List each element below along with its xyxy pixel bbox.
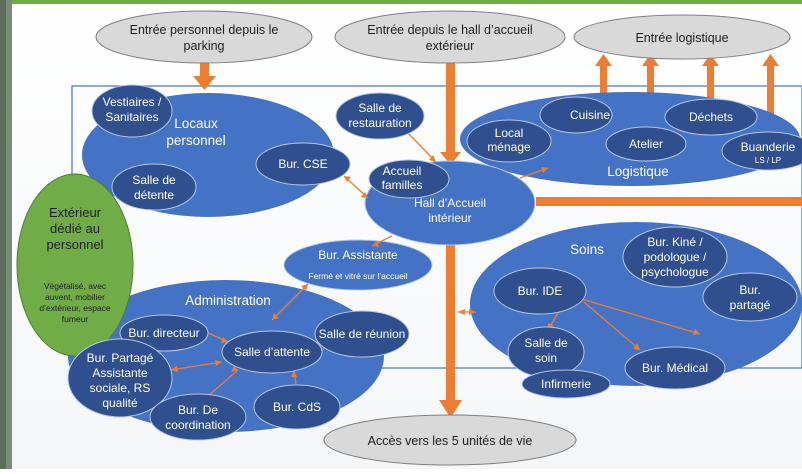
laundry-note: LS / LP: [755, 156, 781, 165]
coordination-line-1: Bur. De: [178, 403, 218, 417]
logistics-corridor-arrow: [536, 197, 802, 206]
room-cds-office: [253, 384, 341, 430]
cds-office-label: Bur. CdS: [273, 400, 321, 414]
outdoor-details-line-1: Végétalisé, avec: [44, 281, 107, 291]
cleaning-line-2: ménage: [487, 140, 531, 154]
family-line-2: familles: [382, 178, 423, 192]
waste-label: Déchets: [689, 110, 733, 124]
room-family-reception: [368, 159, 450, 199]
outdoor-title-line-3: personnel: [46, 237, 103, 252]
parking-arrow: [200, 57, 209, 76]
physio-line-3: psychologue: [641, 265, 709, 279]
entry-logistics-label: Entrée logistique: [635, 31, 728, 45]
room-cleaning: [466, 119, 552, 163]
room-medical-office: [624, 346, 726, 390]
laundry-label: Buanderie: [741, 140, 796, 154]
outdoor-details-line-4: fumeur: [62, 314, 89, 324]
meeting-room-label: Salle de réunion: [319, 327, 406, 341]
family-line-1: Accueil: [383, 164, 422, 178]
living-units-arrow: [446, 243, 455, 400]
outdoor-details-line-3: d’extérieur, espace: [39, 303, 111, 313]
rooms: [67, 84, 802, 441]
entry-staff-parking: [95, 10, 313, 64]
entry-logistics: [573, 14, 791, 60]
ide-office-label: Bur. IDE: [518, 284, 563, 298]
director-office-label: Bur. directeur: [128, 326, 199, 340]
room-physio-office: [622, 226, 728, 288]
zone-care-title: Soins: [570, 242, 604, 257]
room-coordination-office: [149, 393, 247, 441]
care-room-line-2: soin: [535, 351, 557, 365]
zone-logistics-title: Logistique: [607, 164, 669, 179]
entry-outdoor-hall-line-1: Entrée depuis le hall d’accueil: [367, 23, 532, 37]
room-waiting: [221, 330, 323, 374]
medical-office-label: Bur. Médical: [642, 361, 708, 375]
kitchen-arrow: [600, 66, 607, 110]
entry-staff-parking-line-1: Entrée personnel depuis le: [130, 23, 279, 37]
hall-line-2: intérieur: [428, 211, 471, 225]
top-frame-bar: [0, 0, 802, 4]
break-room-line-2: détente: [134, 188, 174, 202]
room-kitchen: [539, 96, 613, 134]
room-director-office: [119, 314, 209, 352]
shared-care-line-1: Bur.: [739, 283, 760, 297]
room-meeting: [314, 310, 410, 358]
room-laundry: [721, 131, 802, 171]
hall-line-1: Hall d’Accueil: [414, 196, 486, 210]
shared-admin-line-1: Bur. Partagé: [87, 351, 154, 365]
outdoor-title-line-2: dédié au: [50, 221, 100, 236]
shared-admin-line-2: Assistante: [92, 366, 148, 380]
locker-line-1: Vestiaires /: [103, 95, 162, 109]
waste-arrow: [702, 54, 719, 66]
shared-care-line-2: partagé: [730, 298, 771, 312]
care-room-line-1: Salle de: [524, 336, 568, 350]
entry-staff-parking-line-2: parking: [184, 39, 225, 53]
room-shared-office-care: [702, 272, 798, 322]
room-infirmary: [521, 369, 611, 399]
outdoor-details-line-2: auvent, mobilier: [45, 292, 105, 302]
laundry-arrow: [767, 66, 774, 138]
locker-line-2: Sanitaires: [105, 110, 158, 124]
break-room-line-1: Salle de: [132, 173, 176, 187]
room-break-room: [111, 163, 197, 211]
room-shared-office-admin: [67, 338, 173, 418]
kitchen-label: Cuisine: [570, 108, 610, 122]
dining-line-1: Salle de: [358, 101, 402, 115]
shared-admin-line-4: qualité: [102, 396, 138, 410]
assistant-office-zone: [283, 239, 433, 291]
cse-office-label: Bur. CSE: [278, 157, 327, 171]
hall-entry-arrow: [446, 58, 455, 152]
zone-staff-title-line-2: personnel: [166, 133, 225, 148]
infirmary-label: Infirmerie: [541, 377, 591, 391]
shared-admin-line-3: sociale, RS: [90, 381, 151, 395]
entry-outdoor-hall-line-2: extérieur: [426, 39, 475, 53]
assistant-office-note: Fermé et vitré sur l’accueil: [308, 271, 407, 281]
waiting-room-label: Salle d’attente: [234, 345, 310, 359]
room-workshop: [605, 126, 687, 162]
room-cse-office: [255, 142, 351, 186]
entry-outdoor-hall: [334, 10, 566, 64]
workshop-label: Atelier: [629, 137, 663, 151]
room-dining: [335, 92, 425, 140]
physio-line-2: podologue /: [644, 250, 707, 264]
room-locker-rooms: [91, 84, 173, 138]
coordination-line-2: coordination: [165, 418, 230, 432]
outdoor-title-line-1: Extérieur: [49, 205, 102, 220]
cleaning-line-1: Local: [495, 126, 524, 140]
assistant-office-label: Bur. Assistante: [318, 248, 398, 262]
physio-line-1: Bur. Kiné /: [647, 235, 703, 249]
room-ide-office: [493, 267, 587, 315]
room-waste: [664, 98, 758, 136]
entry-living-units: [323, 414, 577, 466]
zone-staff-title-line-1: Locaux: [174, 116, 218, 131]
zone-administration-title: Administration: [185, 293, 271, 308]
dining-line-2: restauration: [348, 116, 411, 130]
outdoor-staff-area: [16, 173, 134, 357]
entry-living-units-label: Accès vers les 5 unités de vie: [368, 434, 533, 448]
